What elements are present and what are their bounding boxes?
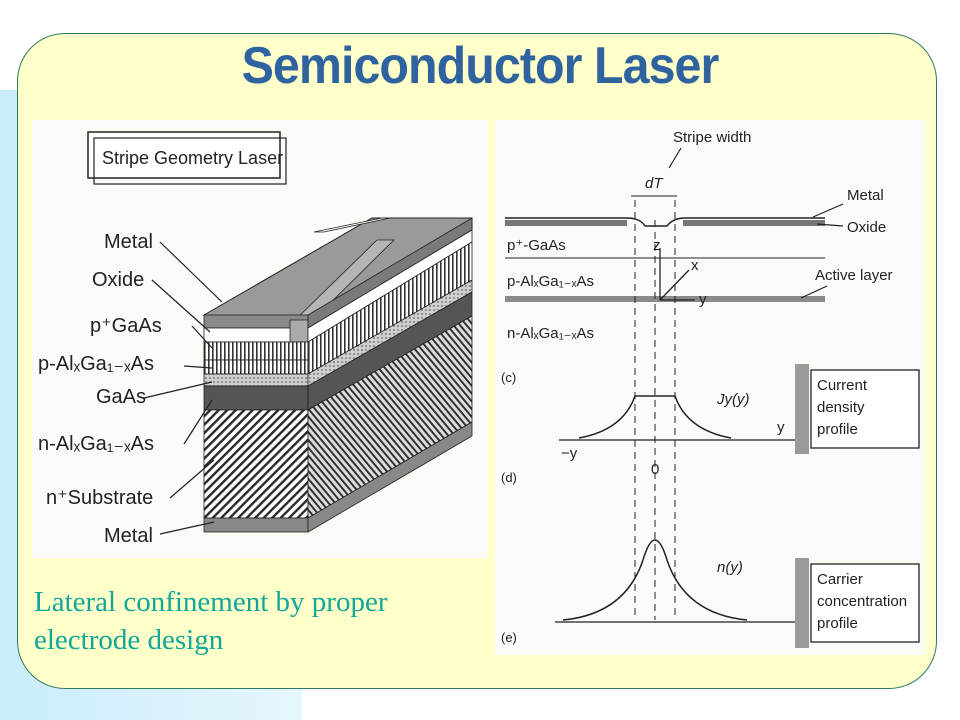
- active-layer-band: [505, 296, 825, 302]
- label-substrate: n⁺Substrate: [46, 487, 153, 509]
- pos-y-label: y: [777, 419, 785, 436]
- stripe-laser-drawing: Stripe Geometry Laser Metal Oxide p⁺GaAs…: [38, 131, 473, 547]
- axis-y-label: y: [699, 291, 707, 308]
- label-p-algaas-right: p-AlₓGa₁₋ₓAs: [507, 273, 594, 290]
- label-active-layer: Active layer: [815, 267, 893, 284]
- slide-title: Semiconductor Laser: [241, 37, 720, 95]
- stripe-geometry-figure: Stripe Geometry Laser Metal Oxide p⁺GaAs…: [32, 120, 488, 558]
- label-oxide-right: Oxide: [847, 219, 886, 236]
- box-title-frame: [87, 131, 281, 179]
- current-curve-label: Jy(y): [716, 391, 750, 408]
- oxide-arrow: [816, 223, 844, 227]
- caption-line-1: Lateral confinement by proper: [34, 586, 388, 618]
- panel-e-label: (e): [501, 630, 517, 645]
- label-oxide: Oxide: [92, 269, 144, 291]
- carrier-box-line3: profile: [817, 615, 858, 632]
- current-box-shade: [795, 364, 809, 454]
- axis-x-label: x: [691, 257, 699, 274]
- carrier-box-line2: concentration: [817, 593, 907, 610]
- current-profile-box: [810, 369, 920, 449]
- current-box-line3: profile: [817, 421, 858, 438]
- coordinate-axes: [659, 248, 695, 301]
- label-n-algaas: n-AlₓGa₁₋ₓAs: [38, 433, 154, 455]
- zero-label: 0: [651, 461, 659, 478]
- front-p-algaas-layer: [203, 359, 309, 375]
- label-p-algaas: p-AlₓGa₁₋ₓAs: [38, 353, 154, 375]
- oxide-left: [505, 220, 627, 226]
- panel-c-label: (c): [501, 370, 516, 385]
- front-n-algaas-layer: [203, 385, 309, 411]
- panel-d-label: (d): [501, 470, 517, 485]
- layer-labels: Metal Oxide p⁺GaAs p-AlₓGa₁₋ₓAs GaAs n-A…: [38, 231, 162, 547]
- current-box-line1: Current: [817, 377, 868, 394]
- axis-z-label: z: [653, 237, 661, 254]
- carrier-concentration-curve: [562, 539, 748, 621]
- oxide-right: [683, 220, 825, 226]
- carrier-profile-box: [810, 563, 920, 643]
- label-metal-top: Metal: [104, 231, 153, 253]
- caption-line-2: electrode design: [34, 624, 224, 656]
- carrier-box-line1: Carrier: [817, 571, 863, 588]
- label-p-gaas: p⁺GaAs: [90, 315, 162, 337]
- label-stripe-width: Stripe width: [673, 129, 751, 146]
- box-title-text: Stripe Geometry Laser: [102, 148, 283, 168]
- carrier-box-shade: [795, 558, 809, 648]
- active-layer-arrow: [800, 285, 828, 299]
- cross-section-figure: Stripe width dT Metal Oxide p⁺-GaAs p-Al…: [495, 120, 925, 655]
- neg-y-label: −y: [561, 445, 578, 462]
- label-arrows: [143, 241, 223, 535]
- current-box-line2: density: [817, 399, 865, 416]
- current-density-curve: [578, 395, 732, 439]
- profile-drawing: Stripe width dT Metal Oxide p⁺-GaAs p-Al…: [501, 129, 920, 648]
- label-p-gaas-right: p⁺-GaAs: [507, 237, 566, 254]
- label-gaas: GaAs: [96, 386, 146, 408]
- front-substrate-layer: [203, 409, 309, 519]
- stripe-groove: [313, 217, 391, 233]
- stripe-guides: [634, 200, 676, 620]
- front-p-gaas-layer: [203, 341, 309, 361]
- box-title-shadow: [93, 137, 287, 185]
- stripe-width-arrow: [668, 147, 682, 169]
- side-bottom-metal: [307, 421, 473, 533]
- metal-line: [505, 217, 825, 227]
- carrier-curve-label: n(y): [717, 559, 743, 576]
- label-n-algaas-right: n-AlₓGa₁₋ₓAs: [507, 325, 594, 342]
- label-metal-right: Metal: [847, 187, 884, 204]
- label-metal-bottom: Metal: [104, 525, 153, 547]
- slide-caption: Lateral confinement by proper electrode …: [34, 583, 494, 659]
- metal-arrow: [812, 203, 844, 218]
- front-gaas-active-layer: [203, 373, 309, 387]
- front-bottom-metal: [203, 517, 309, 533]
- front-stripe-contact: [289, 319, 309, 343]
- label-dt: dT: [645, 175, 664, 192]
